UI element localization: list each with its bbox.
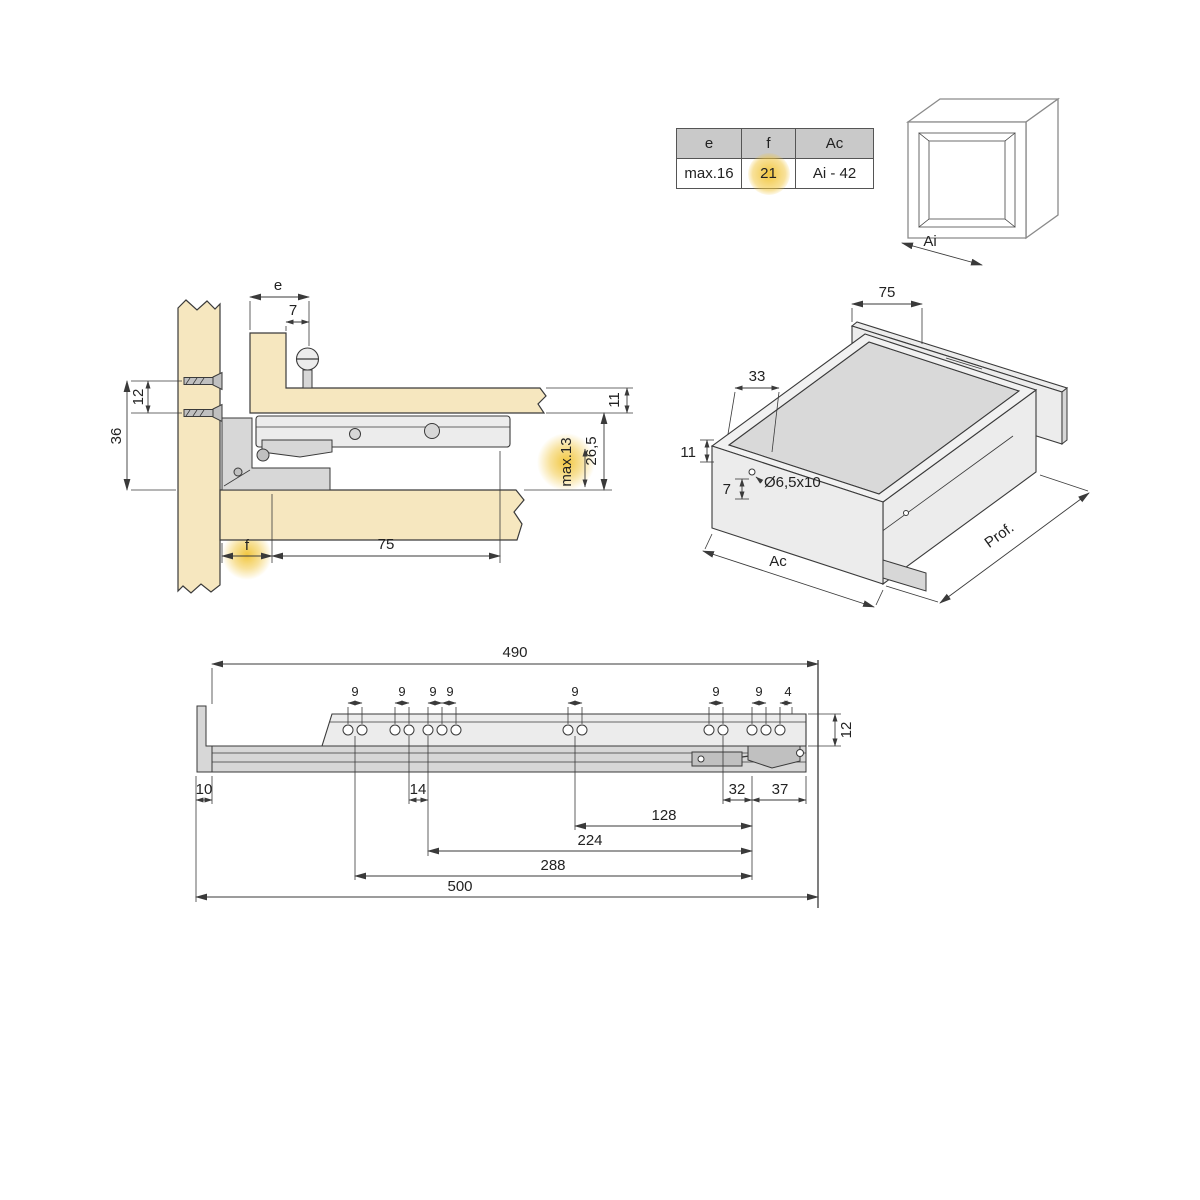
spec-table-header-ac: Ac bbox=[796, 129, 873, 158]
release-lever bbox=[261, 439, 333, 458]
dim-label-11: 11 bbox=[606, 392, 623, 408]
dim-label-33: 33 bbox=[749, 368, 766, 385]
spec-table-value-ac: Ai - 42 bbox=[796, 159, 873, 188]
spec-table-header-e: e bbox=[677, 129, 741, 158]
dim-label-128: 128 bbox=[651, 807, 676, 824]
cabinet-interior bbox=[928, 140, 1006, 220]
highlight-glow-max13 bbox=[537, 433, 595, 491]
mounting-screw bbox=[183, 371, 223, 391]
latch-pivot bbox=[697, 755, 705, 763]
dim-label-36: 36 bbox=[108, 428, 125, 445]
dim-label-f: f bbox=[245, 537, 250, 554]
dim-label-11: 11 bbox=[680, 444, 696, 461]
dim-label-9: 9 bbox=[351, 684, 358, 699]
dim-label-9: 9 bbox=[712, 684, 719, 699]
roller bbox=[424, 423, 440, 439]
spec-table-value-f: 21 bbox=[742, 159, 795, 188]
dim-label-ai: Ai bbox=[923, 233, 936, 250]
latch-lever bbox=[747, 745, 801, 769]
mounting-holes bbox=[342, 724, 786, 736]
dim-label-32: 32 bbox=[729, 781, 746, 798]
dim-label-12: 12 bbox=[130, 389, 147, 406]
dim-label-490: 490 bbox=[502, 644, 527, 661]
rear-rail-end bbox=[1061, 386, 1068, 446]
cabinet-side-face bbox=[1025, 97, 1059, 240]
cabinet-side-panel bbox=[177, 299, 221, 594]
cabinet-iso-drawing: Ai bbox=[901, 97, 1061, 266]
side-hole bbox=[903, 510, 909, 516]
latch-pin bbox=[796, 749, 804, 757]
drawer-iso-drawing: 75 33 11 7 Ø6,5x10 Ac bbox=[680, 284, 1090, 608]
dim-label-75: 75 bbox=[378, 536, 395, 553]
dim-label-9: 9 bbox=[755, 684, 762, 699]
dim-label-4: 4 bbox=[784, 684, 791, 699]
mounting-screw bbox=[183, 403, 223, 423]
lower-panel bbox=[219, 489, 525, 541]
front-hook bbox=[196, 705, 213, 773]
latch-mechanism bbox=[691, 751, 743, 767]
dim-label-14: 14 bbox=[410, 781, 427, 798]
dim-label-500: 500 bbox=[447, 878, 472, 895]
drawer-front-face bbox=[711, 445, 884, 585]
front-runner-piece bbox=[882, 559, 927, 592]
fixing-hole bbox=[748, 468, 756, 476]
dim-label-max13: max.13 bbox=[558, 437, 575, 486]
dim-label-75: 75 bbox=[879, 284, 896, 301]
bracket-screw bbox=[233, 467, 243, 477]
dim-label-prof: Prof. bbox=[982, 519, 1018, 551]
drawer-bottom-panel bbox=[249, 332, 547, 414]
rail-side-view-drawing: 9 9 9 9 9 9 9 4 490 12 bbox=[195, 644, 855, 908]
slide-rail-profile bbox=[255, 415, 511, 448]
dim-label-7: 7 bbox=[723, 481, 731, 498]
spec-table-header-f: f bbox=[742, 129, 795, 158]
dim-label-9: 9 bbox=[446, 684, 453, 699]
dim-label-9: 9 bbox=[398, 684, 405, 699]
bracket-pivot bbox=[256, 448, 270, 462]
dim-label-e: e bbox=[274, 277, 282, 294]
cross-section-drawing: e 7 12 36 11 26,5 max.13 bbox=[108, 277, 633, 594]
dim-label-10: 10 bbox=[196, 781, 213, 798]
dim-label-288: 288 bbox=[540, 857, 565, 874]
dim-label-26-5: 26,5 bbox=[583, 436, 600, 465]
adjustment-screw-shaft bbox=[302, 369, 313, 389]
roller bbox=[349, 428, 361, 440]
spec-table: e f Ac max.16 21 Ai - 42 bbox=[676, 128, 874, 189]
spec-table-value-e: max.16 bbox=[677, 159, 741, 188]
hole-pitch-extensions bbox=[347, 707, 793, 724]
dim-label-12: 12 bbox=[838, 722, 855, 739]
dim-label-37: 37 bbox=[772, 781, 789, 798]
dim-label-hole: Ø6,5x10 bbox=[764, 474, 821, 491]
dim-label-224: 224 bbox=[577, 832, 602, 849]
dim-label-ac: Ac bbox=[769, 553, 787, 570]
dim-label-9: 9 bbox=[429, 684, 436, 699]
dim-label-7: 7 bbox=[289, 302, 297, 319]
dim-label-9: 9 bbox=[571, 684, 578, 699]
